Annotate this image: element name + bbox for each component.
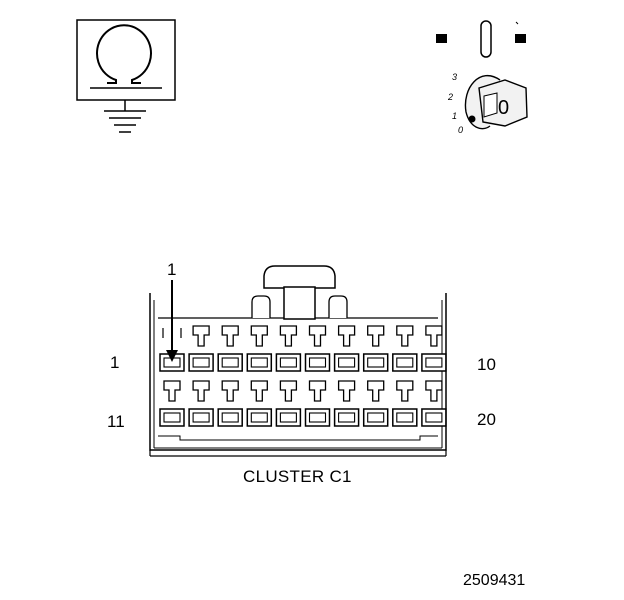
row2-latch-17	[337, 380, 356, 402]
row1-cavity-8-inner	[367, 357, 385, 368]
row1-latch-9	[396, 325, 414, 347]
ign-pos-3: 3	[452, 72, 457, 82]
row2-cavity-12-inner	[192, 412, 210, 423]
row1-cavity-6-inner	[308, 357, 327, 368]
row1-latch-8	[367, 325, 385, 347]
terminal-cavities	[159, 325, 447, 427]
row1-cavity-3-inner	[221, 357, 239, 368]
row1-latch-4	[250, 325, 268, 347]
row2-cavity-11-inner	[163, 412, 181, 423]
row2-latch-14	[250, 380, 268, 402]
row2-cavity-15-inner	[279, 412, 297, 423]
row1-cavity-10-inner	[425, 357, 443, 368]
row2-first-pin-label: 11	[107, 412, 125, 431]
row2-latch-19	[396, 380, 414, 402]
ign-pos-1: 1	[452, 111, 457, 121]
row1-latch-7	[337, 325, 356, 347]
row2-cavity-13-inner	[221, 412, 239, 423]
ign-pos-0: 0	[458, 125, 463, 135]
row2-latch-16	[308, 380, 327, 402]
row1-latch-10	[425, 325, 443, 347]
row1-latch-2	[192, 325, 210, 347]
row1-first-pin-label: 1	[110, 353, 120, 372]
row1-cavity-5-inner	[279, 357, 297, 368]
pin-1-pointer-label: 1	[167, 260, 177, 279]
row2-latch-13	[221, 380, 239, 402]
row1-cavity-9-inner	[396, 357, 414, 368]
row2-cavity-19-inner	[396, 412, 414, 423]
row2-latch-20	[425, 380, 443, 402]
figure-id: 2509431	[463, 572, 526, 589]
row1-last-pin-label: 10	[477, 355, 496, 374]
row1-cavity-7-inner	[338, 357, 356, 368]
row1-latch-5	[279, 325, 298, 347]
row2-latch-15	[279, 380, 298, 402]
row2-last-pin-label: 20	[477, 410, 496, 429]
row1-cavity-2-inner	[192, 357, 210, 368]
row2-cavity-16-inner	[308, 412, 327, 423]
ignition-key-label: 0	[498, 97, 509, 119]
row1-cavity-4-inner	[250, 357, 268, 368]
row2-latch-11	[163, 380, 181, 402]
row2-latch-18	[367, 380, 385, 402]
row2-cavity-17-inner	[338, 412, 356, 423]
ign-pos-2: 2	[447, 92, 453, 102]
connector-name: CLUSTER C1	[243, 467, 352, 486]
row1-latch-6	[308, 325, 327, 347]
row2-cavity-14-inner	[250, 412, 268, 423]
row2-latch-12	[192, 380, 210, 402]
row2-cavity-18-inner	[367, 412, 385, 423]
row2-cavity-20-inner	[425, 412, 443, 423]
row1-latch-3	[221, 325, 239, 347]
